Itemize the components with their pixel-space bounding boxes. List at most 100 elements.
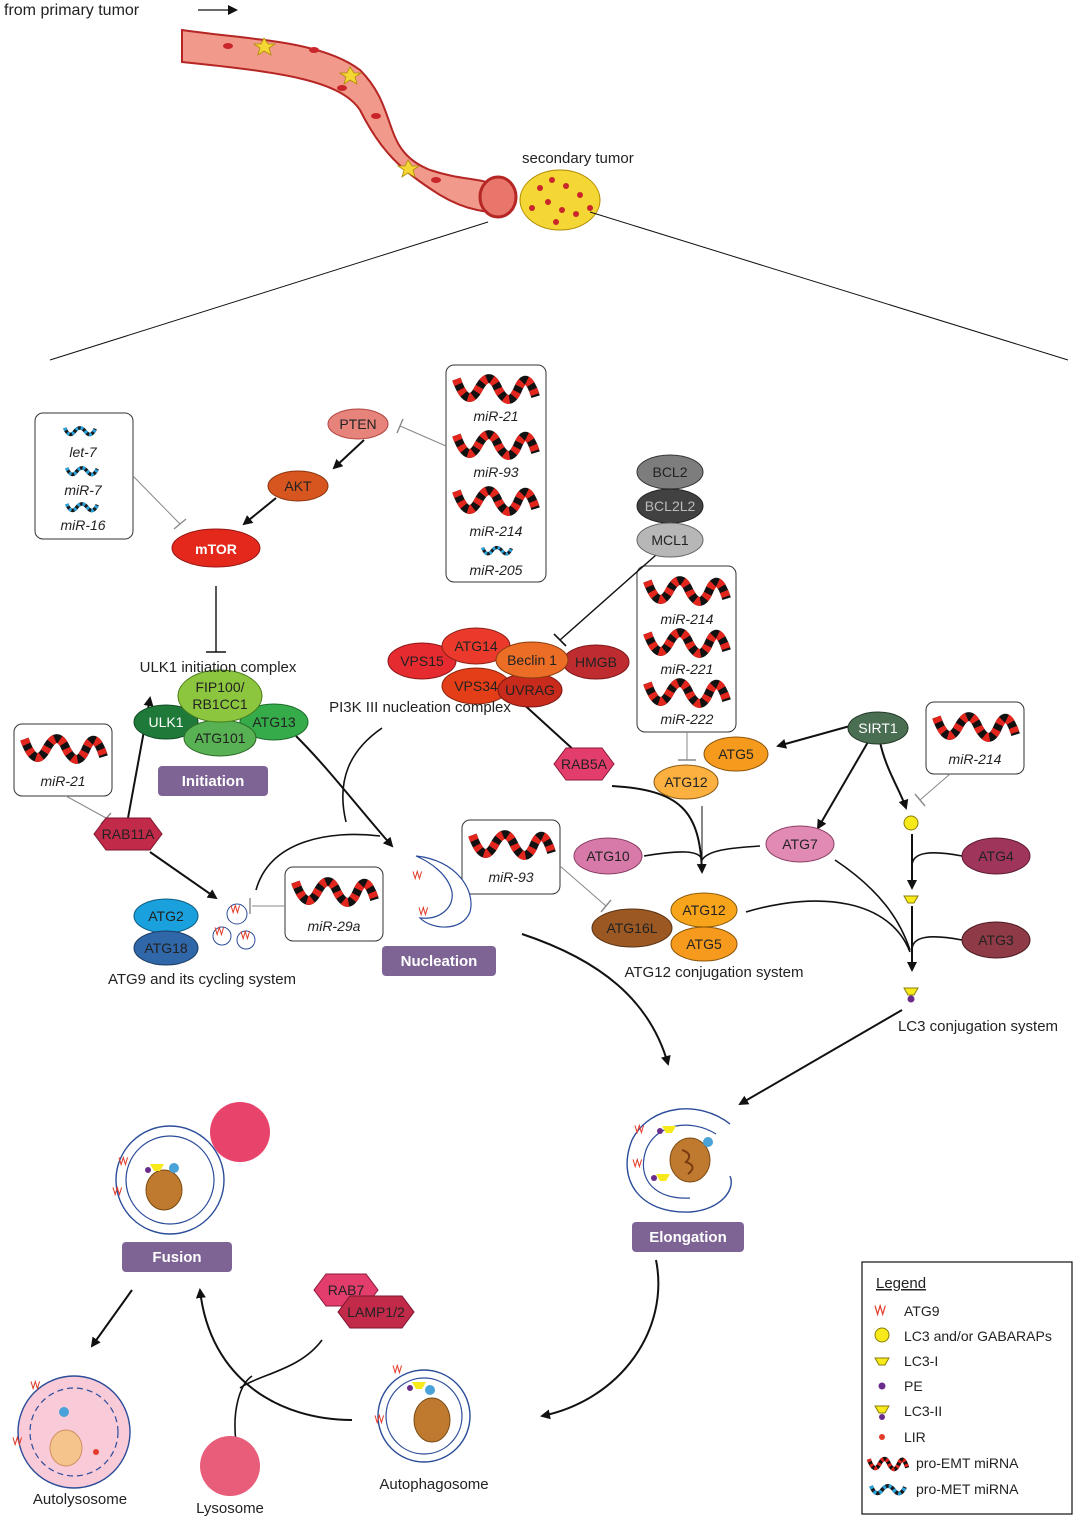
zoom-line-right bbox=[589, 211, 1069, 361]
pi3k-complex: VPS15 HMGB VPS34 UVRAG ATG14 Beclin 1 bbox=[387, 627, 630, 708]
svg-text:VPS34: VPS34 bbox=[454, 678, 498, 694]
autolysosome-label: Autolysosome bbox=[33, 1491, 127, 1508]
mcl1-node: MCL1 bbox=[636, 522, 704, 558]
mirna-box bbox=[445, 364, 547, 583]
svg-text:UVRAG: UVRAG bbox=[505, 682, 555, 698]
svg-text:SIRT1: SIRT1 bbox=[858, 720, 898, 736]
mir29a-label: miR-29a bbox=[308, 918, 361, 934]
pe-icon bbox=[907, 995, 915, 1003]
mir205-label: miR-205 bbox=[470, 562, 523, 578]
legend: Legend ATG9 LC3 and/or GABARAPs LC3-I PE… bbox=[861, 1261, 1073, 1515]
svg-text:HMGB: HMGB bbox=[575, 654, 617, 670]
svg-text:ATG18: ATG18 bbox=[144, 940, 188, 956]
svg-text:ATG10: ATG10 bbox=[586, 848, 630, 864]
mir21-label: miR-21 bbox=[473, 408, 518, 424]
rab5a-node: RAB5A bbox=[553, 747, 615, 781]
atg9-vesicles bbox=[212, 903, 256, 950]
ulk1-complex-label: ULK1 initiation complex bbox=[140, 659, 297, 676]
svg-text:BCL2: BCL2 bbox=[652, 464, 687, 480]
vessel-opening bbox=[478, 175, 518, 219]
svg-text:VPS15: VPS15 bbox=[400, 653, 444, 669]
mirna-box-let7-group: let-7 miR-7 miR-16 bbox=[34, 412, 134, 540]
stage-nucleation: Nucleation bbox=[382, 946, 496, 976]
atg18-node: ATG18 bbox=[133, 930, 199, 966]
legend-item: PE bbox=[904, 1378, 923, 1394]
svg-text:ATG4: ATG4 bbox=[978, 848, 1014, 864]
mtor-node: mTOR bbox=[171, 528, 261, 568]
mir214-label: miR-214 bbox=[661, 611, 714, 627]
legend-item: LC3 and/or GABARAPs bbox=[904, 1328, 1052, 1344]
legend-item: LIR bbox=[904, 1429, 926, 1445]
svg-text:ATG16L: ATG16L bbox=[606, 920, 657, 936]
lc3-ii-icon bbox=[874, 1405, 890, 1414]
svg-text:RAB11A: RAB11A bbox=[102, 826, 155, 842]
svg-text:ATG3: ATG3 bbox=[978, 932, 1014, 948]
autophagosome bbox=[374, 1364, 471, 1463]
svg-text:Nucleation: Nucleation bbox=[401, 953, 478, 970]
let7-label: let-7 bbox=[69, 444, 97, 460]
secondary-tumor bbox=[519, 169, 601, 231]
svg-text:Elongation: Elongation bbox=[649, 1229, 727, 1246]
mir16-label: miR-16 bbox=[60, 517, 105, 533]
svg-text:ATG5: ATG5 bbox=[686, 936, 722, 952]
lamp-node: LAMP1/2 bbox=[337, 1295, 415, 1329]
protein-nodes: PTEN AKT mTOR BCL2 BCL2L2 MCL1 VPS15 HMG… bbox=[93, 408, 1031, 1329]
mir222-label: miR-222 bbox=[661, 711, 714, 727]
stage-fusion: Fusion bbox=[122, 1242, 232, 1272]
svg-text:ATG12: ATG12 bbox=[664, 774, 708, 790]
mirna-box-mir214-sirt1: miR-214 bbox=[925, 701, 1025, 775]
stage-boxes: Initiation Nucleation Elongation Fusion bbox=[122, 766, 744, 1272]
elongation-structure bbox=[626, 1108, 732, 1213]
fusion-structure bbox=[112, 1102, 270, 1235]
atg5-node: ATG5 bbox=[703, 736, 769, 772]
mir214-label: miR-214 bbox=[949, 751, 1002, 767]
svg-text:RB1CC1: RB1CC1 bbox=[192, 696, 247, 712]
atg2-node: ATG2 bbox=[133, 898, 199, 934]
autolysosome bbox=[12, 1375, 131, 1489]
mir93-label: miR-93 bbox=[488, 869, 533, 885]
lysosome bbox=[200, 1436, 260, 1496]
lir-icon bbox=[879, 1434, 885, 1440]
mir214-label: miR-214 bbox=[470, 523, 523, 539]
lysosome-label: Lysosome bbox=[196, 1500, 264, 1517]
blood-vessel bbox=[181, 28, 514, 213]
svg-text:ULK1: ULK1 bbox=[148, 714, 183, 730]
svg-text:ATG12: ATG12 bbox=[682, 902, 726, 918]
atg12-conjugate: ATG16L ATG12 ATG5 bbox=[591, 892, 738, 962]
svg-text:ATG101: ATG101 bbox=[194, 730, 245, 746]
svg-text:ATG14: ATG14 bbox=[454, 638, 498, 654]
mir7-label: miR-7 bbox=[64, 482, 103, 498]
lc3-system-label: LC3 conjugation system bbox=[898, 1018, 1058, 1035]
akt-node: AKT bbox=[267, 470, 329, 502]
legend-item: ATG9 bbox=[904, 1303, 940, 1319]
phagophore bbox=[412, 855, 472, 928]
legend-title: Legend bbox=[876, 1275, 926, 1292]
mirna-box-mir93-atg16: miR-93 bbox=[461, 819, 561, 895]
lc3-ii-icon bbox=[903, 987, 919, 996]
svg-text:PTEN: PTEN bbox=[339, 416, 376, 432]
mirna-box-mir21-rab11a: miR-21 bbox=[13, 723, 113, 797]
lc3-forms bbox=[903, 815, 919, 1003]
mirna-box-pten-group: miR-21 miR-93 miR-214 miR-205 bbox=[445, 364, 547, 583]
bcl2l2-node: BCL2L2 bbox=[636, 488, 704, 524]
legend-item: LC3-I bbox=[904, 1353, 938, 1369]
svg-text:Beclin 1: Beclin 1 bbox=[507, 652, 557, 668]
svg-text:mTOR: mTOR bbox=[195, 541, 237, 557]
atg12-system-label: ATG12 conjugation system bbox=[625, 964, 804, 981]
stage-initiation: Initiation bbox=[158, 766, 268, 796]
pten-node: PTEN bbox=[327, 408, 389, 440]
ulk1-complex: ULK1 ATG13 ATG101 FIP100/ RB1CC1 bbox=[133, 669, 309, 757]
red-blood-cells bbox=[223, 43, 441, 183]
legend-item: pro-EMT miRNA bbox=[916, 1455, 1019, 1471]
legend-item: pro-MET miRNA bbox=[916, 1481, 1019, 1497]
mir93-label: miR-93 bbox=[473, 464, 518, 480]
svg-text:MCL1: MCL1 bbox=[651, 532, 689, 548]
atg3-node: ATG3 bbox=[961, 921, 1031, 959]
stage-elongation: Elongation bbox=[632, 1222, 744, 1252]
atg12-node: ATG12 bbox=[653, 764, 719, 800]
svg-text:LAMP1/2: LAMP1/2 bbox=[347, 1304, 405, 1320]
svg-text:Initiation: Initiation bbox=[182, 773, 245, 790]
mirna-box-atg5-group: miR-214 miR-221 miR-222 bbox=[636, 565, 737, 733]
atg7-node: ATG7 bbox=[765, 825, 835, 863]
pe-icon bbox=[878, 1382, 886, 1390]
